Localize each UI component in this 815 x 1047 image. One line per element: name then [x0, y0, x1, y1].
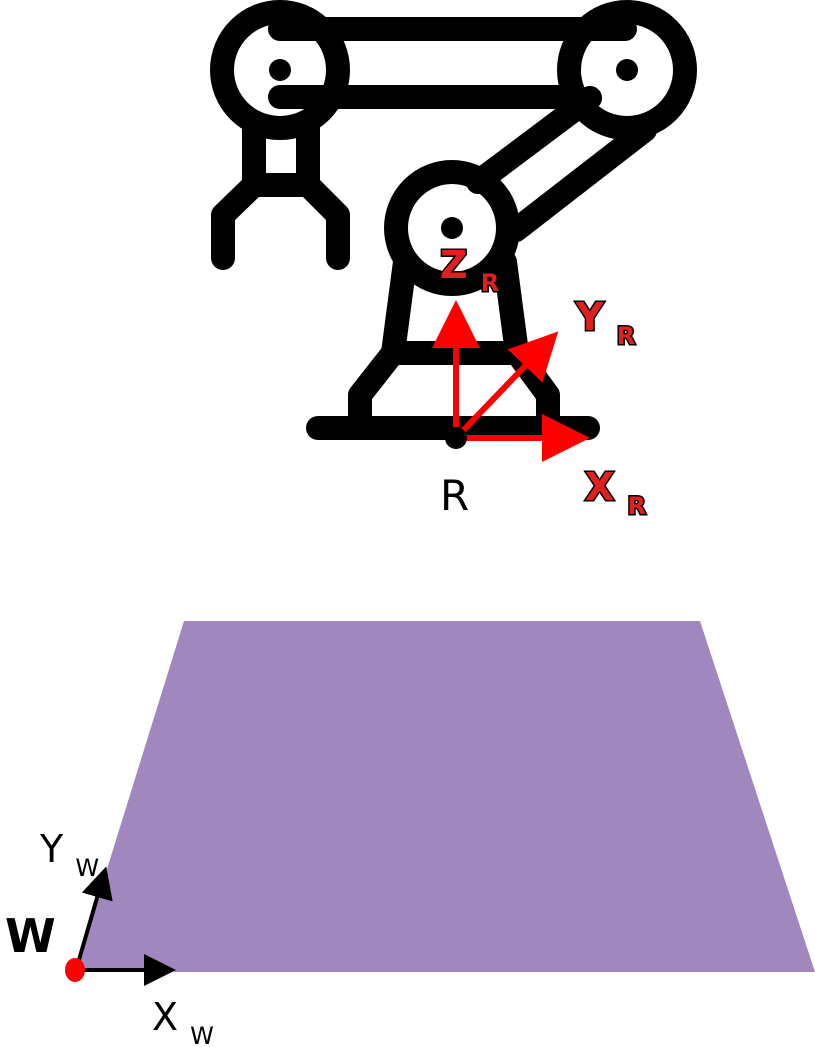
robot-arm-icon	[210, 0, 697, 440]
robot-y-axis-label: Y R	[575, 295, 635, 350]
robot-z-axis-label-sub: R	[481, 269, 499, 297]
robot-z-axis-label: Z R	[440, 243, 499, 297]
world-x-axis-label-sub: W	[190, 1022, 214, 1047]
workspace-plane	[75, 621, 815, 972]
robot-frame-origin	[445, 427, 467, 449]
world-frame-origin	[65, 958, 85, 982]
robot-shoulder-pin	[441, 217, 463, 239]
robot-x-axis-label-main: X	[585, 465, 614, 509]
world-frame-axes	[74, 866, 176, 986]
world-y-axis-label-main: Y	[39, 827, 64, 871]
robot-y-axis-label-main: Y	[575, 295, 604, 339]
robot-y-axis-arrow	[453, 331, 559, 441]
world-y-axis-label: Y W	[39, 827, 99, 882]
robot-origin-label: R	[440, 471, 469, 520]
robot-x-axis-label: X R	[585, 465, 646, 520]
robot-wrist-pin-left	[269, 59, 291, 81]
world-x-axis-label-main: X	[152, 995, 178, 1039]
world-origin-label: W	[5, 909, 56, 963]
world-y-axis-arrow	[74, 866, 113, 971]
world-y-axis-label-sub: W	[75, 854, 99, 882]
robot-x-axis-label-sub: R	[628, 492, 646, 520]
world-x-axis-label: X W	[152, 995, 214, 1047]
robot-frame-axes	[432, 300, 590, 462]
robot-z-axis-label-main: Z	[440, 243, 468, 287]
robot-y-axis-label-sub: R	[617, 322, 635, 350]
robot-wrist-pin-right	[616, 59, 638, 81]
